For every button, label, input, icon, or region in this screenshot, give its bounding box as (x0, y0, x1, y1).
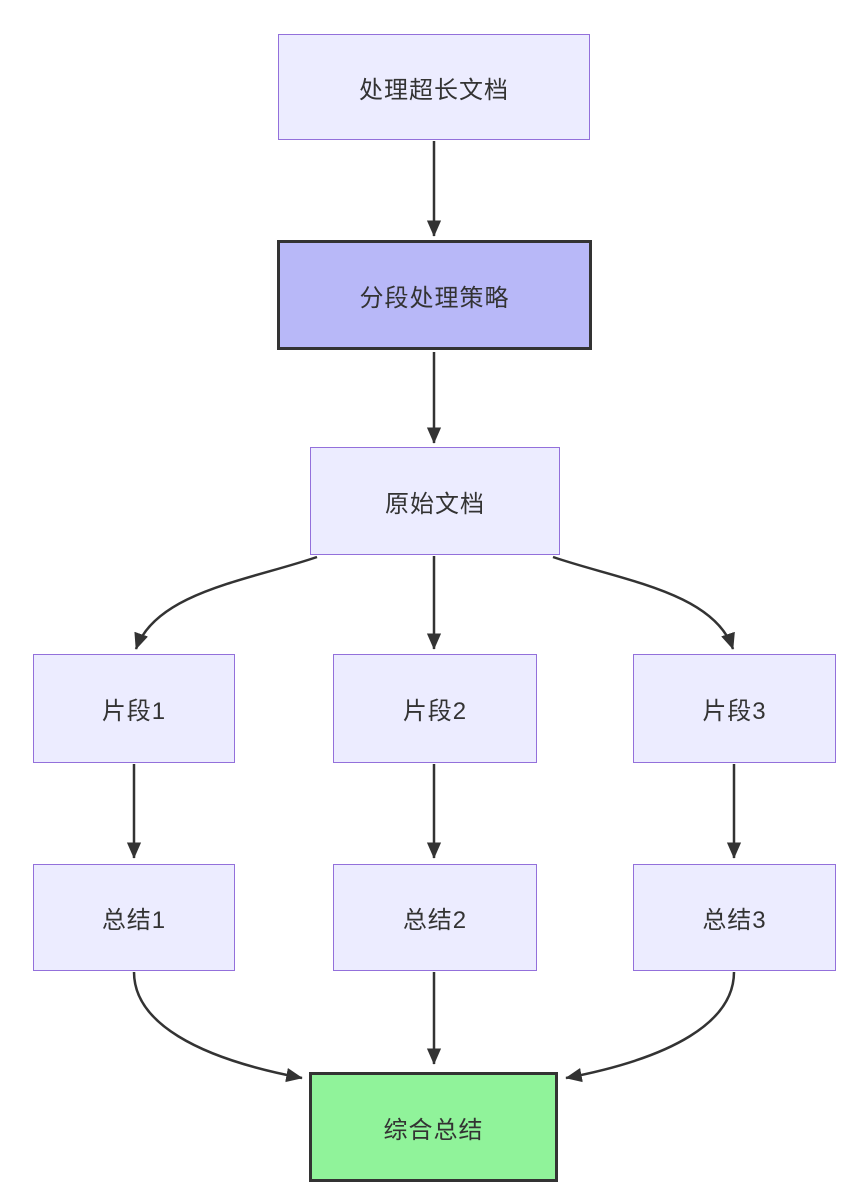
node-segment-3-label: 片段3 (702, 698, 767, 725)
node-summary-2: 总结2 (333, 864, 537, 971)
node-original-document: 原始文档 (310, 447, 560, 555)
node-original-document-label: 原始文档 (385, 490, 485, 518)
node-task: 处理超长文档 (278, 34, 590, 140)
edge-sum1-final (132, 971, 303, 1083)
node-segment-2: 片段2 (333, 654, 537, 763)
node-summary-1: 总结1 (33, 864, 235, 971)
node-summary-3-label: 总结3 (702, 907, 767, 934)
edge-doc-seg1 (134, 555, 318, 650)
node-strategy-label: 分段处理策略 (359, 284, 510, 312)
node-segment-2-label: 片段2 (402, 698, 468, 725)
node-summary-3: 总结3 (633, 864, 836, 971)
edge-sum3-final (565, 971, 736, 1083)
node-task-label: 处理超长文档 (359, 76, 509, 104)
node-strategy: 分段处理策略 (277, 240, 592, 350)
node-final-summary: 综合总结 (309, 1072, 558, 1182)
edge-doc-seg3 (552, 555, 735, 650)
node-segment-1: 片段1 (33, 654, 235, 763)
node-segment-1-label: 片段1 (101, 698, 167, 725)
node-final-summary-label: 综合总结 (383, 1116, 484, 1144)
node-summary-2-label: 总结2 (402, 907, 468, 934)
node-summary-1-label: 总结1 (101, 907, 167, 934)
node-segment-3: 片段3 (633, 654, 836, 763)
